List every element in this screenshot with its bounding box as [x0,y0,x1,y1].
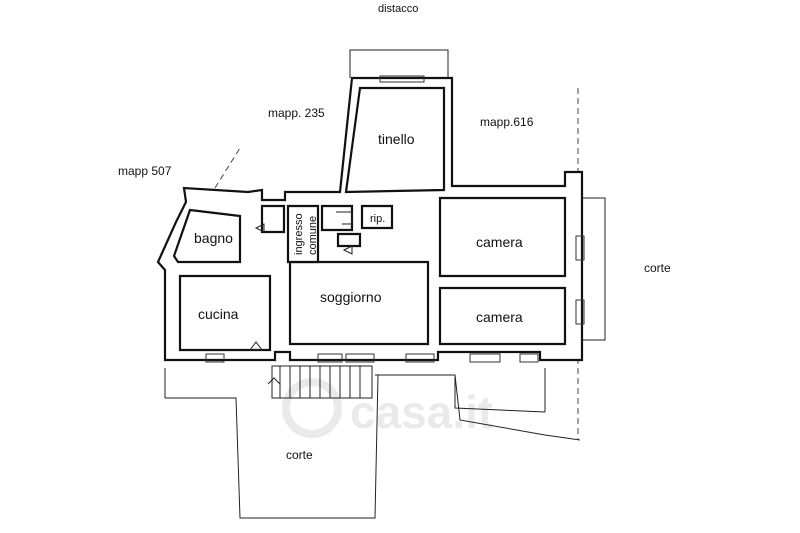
window-kitchen [205,353,225,363]
label-bagno: bagno [194,230,233,246]
walls [156,76,584,362]
label-mapp-507: mapp 507 [118,164,172,178]
courtyard-boundary [165,374,379,519]
window-tinello-top [379,75,425,83]
label-comune: comune [307,216,319,255]
corridor-box [260,204,286,234]
label-camera-top: camera [476,234,523,250]
window-camera-2 [519,353,539,363]
camera-bottom-room [438,286,567,346]
stairs [249,211,373,399]
label-ingresso: ingresso [293,213,305,255]
label-soggiorno: soggiorno [320,289,382,305]
label-tinello: tinello [378,131,415,147]
stair-arrow-icon [267,377,281,385]
right-balcony [580,197,606,341]
window-soggiorno-2 [345,353,375,363]
watermark-text: casa.it [350,386,493,438]
window-soggiorno-1 [317,353,343,363]
soggiorno-room [288,260,430,346]
labels: distacco mapp. 235 mapp.616 mapp 507 tin… [118,3,671,462]
boundary-dashed-left [214,147,241,189]
label-corte-bottom: corte [286,448,313,462]
window-right-2 [575,299,585,325]
windows [205,75,585,363]
stair-outline [271,365,373,399]
label-corte-right: corte [644,261,671,275]
watermark-logo-icon [282,378,342,438]
courtyard-edge-right [375,374,581,441]
rip-closet [360,204,394,230]
kitchen-arrow-icon [249,341,263,351]
ingresso-room [286,204,320,264]
label-distacco: distacco [378,3,418,15]
label-rip: rip. [370,213,385,225]
cucina-room [178,274,272,352]
stair-landing [320,204,354,232]
terrace-outline [349,49,449,78]
label-mapp-616: mapp.616 [480,115,534,129]
window-camera-1 [469,353,501,363]
entry-arrow-icon [254,223,265,233]
window-right-1 [575,235,585,261]
window-soggiorno-3 [405,353,435,363]
label-cucina: cucina [198,306,239,322]
courtyard-edge-right-2 [454,375,546,413]
label-camera-bottom: camera [476,309,523,325]
entry-step [336,232,362,248]
camera-top-room [438,196,567,278]
watermark: casa.it [282,378,493,438]
bagno-room [172,208,242,264]
label-mapp-235: mapp. 235 [268,106,325,120]
tinello-room [344,86,446,194]
inner-stair [336,211,353,225]
door-arrow-icon [342,245,353,255]
